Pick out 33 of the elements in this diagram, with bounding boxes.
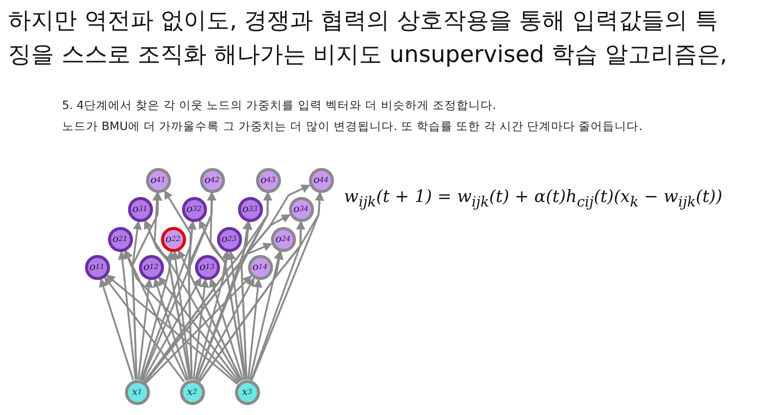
arrow xyxy=(145,275,252,384)
arrow xyxy=(142,277,202,382)
arrow xyxy=(138,278,154,380)
arrow xyxy=(139,250,175,380)
arrow xyxy=(198,250,284,382)
arrow xyxy=(198,220,246,380)
arrow xyxy=(188,220,197,380)
arrow xyxy=(171,250,192,380)
arrow xyxy=(158,276,240,383)
arrow xyxy=(226,250,246,380)
arrow xyxy=(247,278,262,380)
arrow xyxy=(104,276,186,383)
arrow xyxy=(195,220,253,381)
heading: 하지만 역전파 없이도, 경쟁과 협력의 상호작용을 통해 입력값들의 특징을 스스로 조직화 해나가는 비지도 unsupervised 학습 알고리즘은, xyxy=(8,7,728,70)
arrow xyxy=(240,220,252,380)
update-formula: w$_{ijk}$(t + 1) = w$_{ijk}$(t) + α(t)h$_{cij}$(t)(x$_{k}$ − w$_{ijk}$(t)) xyxy=(344,187,722,210)
arrow xyxy=(192,278,209,380)
arrow xyxy=(153,278,189,380)
arrow xyxy=(98,278,134,380)
arrow xyxy=(250,220,306,381)
arrow xyxy=(194,250,231,380)
arrow xyxy=(106,274,238,385)
arrow xyxy=(197,277,255,382)
step-note: 5. 4단계에서 찾은 각 이웃 노드의 가중치를 입력 벡터와 더 비슷하게 조정합니다. xyxy=(62,98,496,113)
arrow xyxy=(132,220,142,380)
arrow xyxy=(208,278,244,380)
arrow xyxy=(178,250,242,382)
step-note: 노드가 BMU에 더 가까울수록 그 가중치는 더 많이 변경됩니다. 또 학습률 또한 각 시간 단계마다 줄어듭니다. xyxy=(62,119,642,134)
arrow xyxy=(249,250,283,380)
arrow xyxy=(124,249,188,382)
arrow xyxy=(124,250,239,384)
arrow xyxy=(250,192,324,381)
arrow xyxy=(118,250,136,380)
